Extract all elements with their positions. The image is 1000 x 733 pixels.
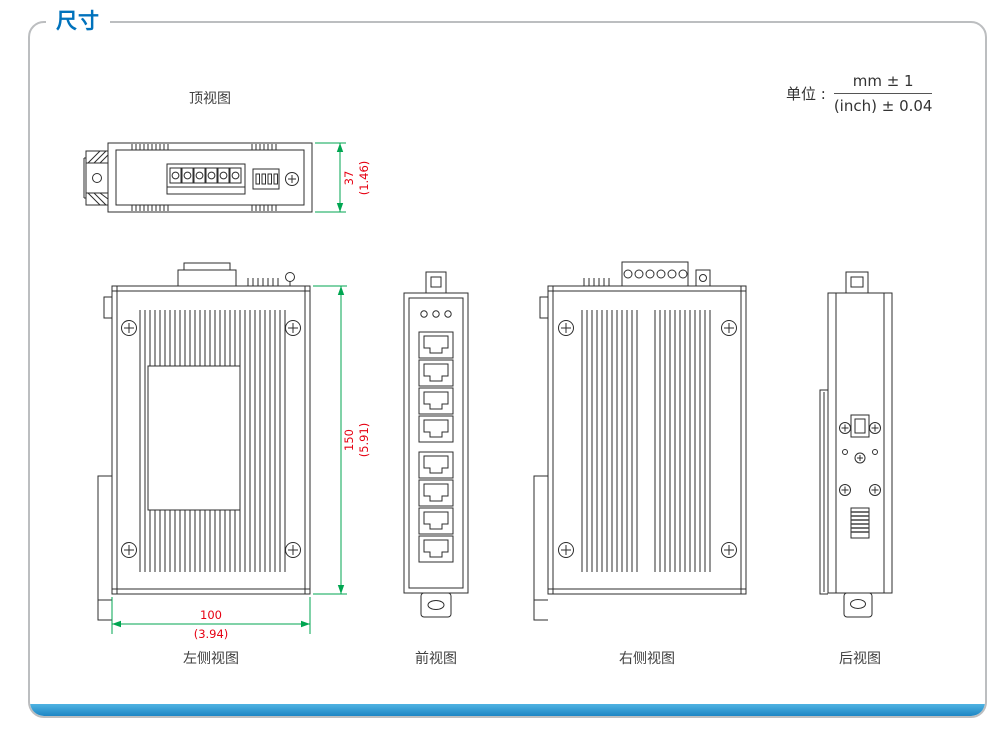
dip-switch: [252, 168, 280, 190]
dim-mm-value: 37: [342, 170, 357, 186]
dim-100-inch-text: (3.94): [193, 627, 229, 641]
cooling-fins: [581, 310, 711, 572]
rj45-ports: [418, 331, 454, 563]
label-rear-view: 后视图: [839, 651, 881, 667]
din-rail-clip: [533, 296, 548, 621]
front-view-drawing: [403, 271, 469, 618]
vent-slots-bottom: [131, 205, 277, 211]
corner-screws: [121, 320, 301, 558]
label-left-view: 左侧视图: [183, 651, 239, 667]
dimension-37: [315, 142, 346, 213]
mount-plate-details: [839, 414, 881, 539]
corner-screws: [558, 320, 737, 558]
ground-screw: [285, 172, 299, 186]
nameplate: [147, 365, 241, 511]
rear-view-drawing: [819, 271, 893, 618]
led-indicators: [420, 310, 452, 318]
vent-slots-edge: [247, 278, 279, 286]
content-frame: [28, 21, 987, 718]
dimension-100: [111, 597, 311, 634]
unit-inch-tolerance: (inch) ± 0.04: [833, 97, 933, 115]
dim-inch-value: (1.46): [357, 160, 371, 196]
clip-screw: [92, 173, 102, 183]
label-front-view: 前视图: [415, 651, 457, 667]
unit-mm-tolerance: mm ± 1: [833, 72, 933, 94]
unit-annotation: 单位 : mm ± 1 (inch) ± 0.04: [786, 72, 933, 115]
page-title: 尺寸: [46, 5, 110, 35]
unit-fraction: mm ± 1 (inch) ± 0.04: [833, 72, 933, 115]
dimension-150: [313, 285, 347, 595]
left-view-drawing: [97, 262, 311, 621]
ground-screw-edge: [695, 269, 711, 287]
din-rail-edge: [819, 389, 828, 595]
dim-37-text: 37 (1.46): [342, 161, 372, 196]
right-view-drawing: [533, 261, 747, 621]
footer-bar: [30, 704, 985, 716]
unit-label: 单位 :: [786, 85, 826, 103]
hatch-lines: [87, 150, 109, 206]
ground-screw-edge: [285, 272, 295, 282]
din-rail-clip: [97, 296, 112, 621]
top-mount-tab: [425, 271, 447, 294]
dim-150-text: 150 (5.91): [342, 423, 372, 458]
bottom-mount-tab: [843, 592, 873, 618]
dim-mm-value: 150: [342, 429, 357, 451]
terminal-block: [166, 163, 246, 195]
label-right-view: 右侧视图: [619, 651, 675, 667]
top-view-drawing: [83, 142, 313, 213]
bottom-mount-tab: [420, 592, 452, 618]
vent-slots-top: [131, 144, 277, 150]
terminal-block-edge: [621, 261, 689, 287]
dim-inch-value: (5.91): [357, 422, 371, 458]
top-mount-tab: [845, 271, 869, 294]
din-spring-clip: [850, 507, 870, 539]
terminal-block-edge: [177, 262, 237, 287]
label-top-view: 顶视图: [189, 91, 231, 107]
vent-slots-edge: [583, 278, 610, 286]
dim-100-mm-text: 100: [200, 608, 222, 622]
